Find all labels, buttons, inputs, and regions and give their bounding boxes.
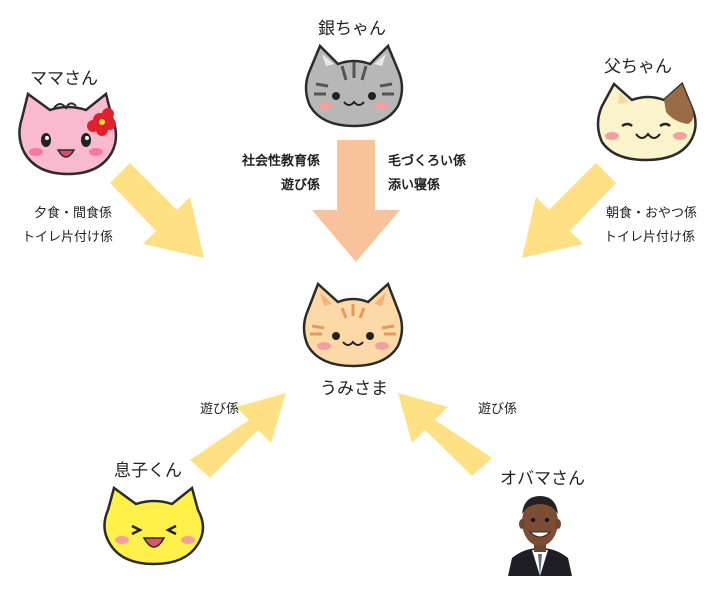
man-in-suit-portrait-icon <box>508 496 572 576</box>
yellow-cat-face-icon <box>103 485 205 566</box>
arrow-obama-to-center <box>398 393 492 476</box>
calico-cat-face-icon <box>596 81 697 162</box>
gray-tabby-cat-face-icon <box>304 43 404 128</box>
papa-role-2: トイレ片付け係 <box>604 230 696 245</box>
papa-role-1: 朝食・おやつ係 <box>606 206 698 221</box>
mama-role-1: 夕食・間食係 <box>34 206 113 221</box>
obama-role-1: 遊び係 <box>478 402 518 417</box>
gin-role-right-2: 添い寝係 <box>388 178 441 193</box>
mama-name: ママさん <box>30 69 98 89</box>
son-name: 息子くん <box>114 461 182 481</box>
arrow-papa-to-center <box>522 163 616 258</box>
gin-role-left-1: 社会性教育係 <box>241 154 320 169</box>
gin-role-right-1: 毛づくろい係 <box>388 154 467 169</box>
obama-name: オバマさん <box>500 469 585 489</box>
arrow-mama-to-center <box>110 163 204 258</box>
arrow-son-to-center <box>190 393 286 478</box>
gin-role-left-2: 遊び係 <box>280 178 320 193</box>
pink-cat-with-flower-icon <box>18 91 118 176</box>
papa-name: 父ちゃん <box>604 57 672 77</box>
gin-name: 銀ちゃん <box>318 19 386 39</box>
orange-tabby-cat-face-icon <box>302 281 404 368</box>
mama-role-2: トイレ片付け係 <box>22 230 114 245</box>
son-role-1: 遊び係 <box>200 402 240 417</box>
center-name: うみさま <box>320 379 388 399</box>
arrow-gin-to-center <box>312 140 400 262</box>
